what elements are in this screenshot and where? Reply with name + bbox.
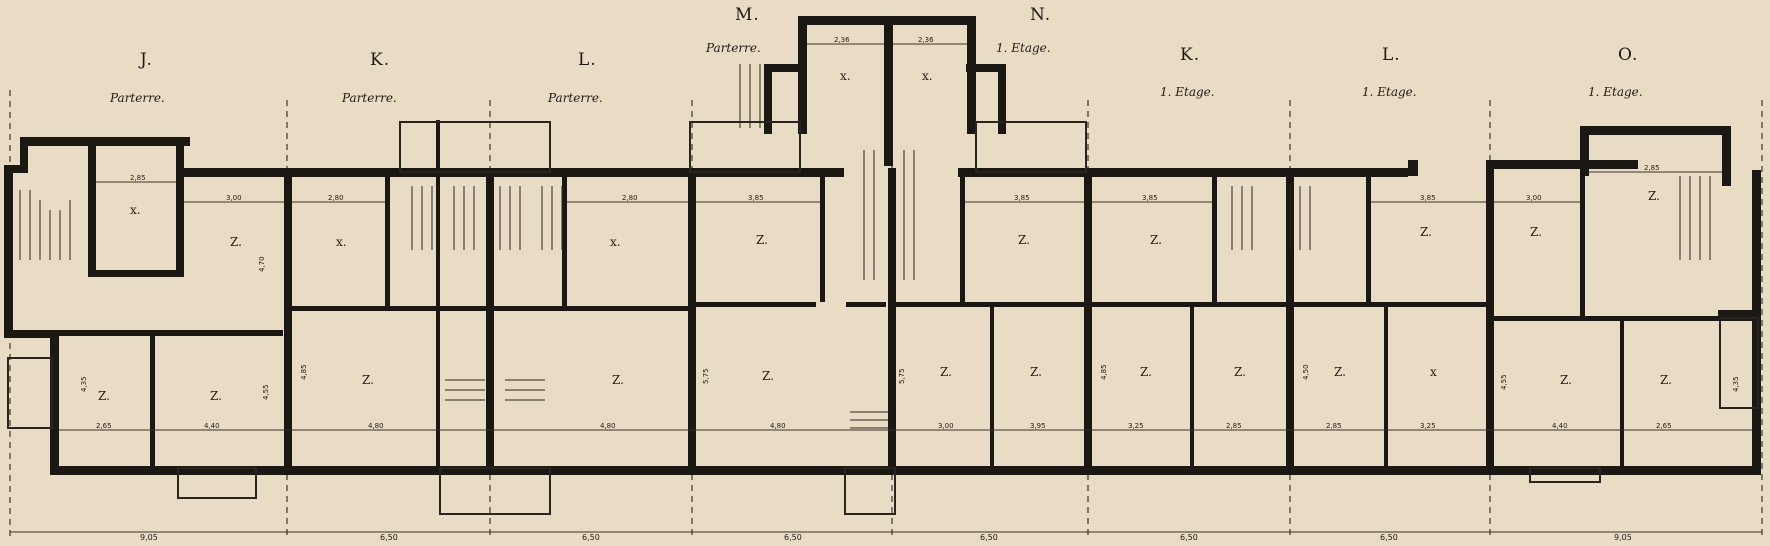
dim-label: 2,80 bbox=[328, 194, 344, 202]
unit-letter: M. bbox=[735, 5, 760, 25]
dim-label: 5,75 bbox=[898, 368, 906, 384]
bottom-dim: 9,05 bbox=[140, 533, 158, 542]
dim-label: 4,80 bbox=[770, 422, 786, 430]
dim-label: 4,55 bbox=[262, 384, 270, 400]
bottom-dim: 6,50 bbox=[582, 533, 600, 542]
floor-label: 1. Etage. bbox=[1160, 85, 1215, 99]
unit-letter: L. bbox=[578, 50, 597, 70]
dim-label: 2,36 bbox=[834, 36, 850, 44]
dim-label: 4,85 bbox=[1100, 364, 1108, 380]
floor-label: Parterre. bbox=[341, 91, 397, 105]
dimension-lines bbox=[10, 43, 1762, 533]
interior-walls bbox=[13, 120, 1752, 470]
dim-label: 3,00 bbox=[938, 422, 954, 430]
room-label: Z. bbox=[210, 389, 222, 403]
dim-label: 3,85 bbox=[1420, 194, 1436, 202]
room-label: Z. bbox=[98, 389, 110, 403]
dim-label: 2,85 bbox=[1226, 422, 1242, 430]
dim-label: 2,65 bbox=[1656, 422, 1672, 430]
dim-label: 4,50 bbox=[1302, 364, 1310, 380]
room-label: x. bbox=[130, 203, 141, 217]
room-label: Z. bbox=[1234, 365, 1246, 379]
dim-label: 2,85 bbox=[130, 174, 146, 182]
dimension-figures: 2,85 3,00 2,80 2,80 3,85 3,85 3,85 3,85 … bbox=[80, 36, 1740, 430]
dim-label: 4,80 bbox=[600, 422, 616, 430]
light-partitions bbox=[7, 121, 1759, 515]
dim-label: 3,85 bbox=[1014, 194, 1030, 202]
dim-label: 4,80 bbox=[368, 422, 384, 430]
room-labels: x. Z. x. x. Z. x. x. Z. Z. Z. Z. Z. Z. Z… bbox=[98, 69, 1672, 403]
bottom-dim: 9,05 bbox=[1614, 533, 1632, 542]
unit-letter: L. bbox=[1382, 45, 1401, 65]
room-label: Z. bbox=[1530, 225, 1542, 239]
room-label: Z. bbox=[1140, 365, 1152, 379]
room-label: Z. bbox=[230, 235, 242, 249]
dim-label: 4,35 bbox=[80, 376, 88, 392]
dim-label: 3,85 bbox=[748, 194, 764, 202]
unit-letter: J. bbox=[138, 50, 153, 70]
room-label: Z. bbox=[1334, 365, 1346, 379]
dim-label: 2,85 bbox=[1326, 422, 1342, 430]
floor-label: Parterre. bbox=[109, 91, 165, 105]
room-label: Z. bbox=[1560, 373, 1572, 387]
room-label: Z. bbox=[940, 365, 952, 379]
unit-letter: O. bbox=[1618, 45, 1638, 65]
overall-dimensions: 9,05 6,50 6,50 6,50 6,50 6,50 6,50 9,05 bbox=[140, 533, 1632, 542]
room-label: x bbox=[1430, 365, 1437, 379]
dim-label: 4,55 bbox=[1500, 374, 1508, 390]
floor-label: Parterre. bbox=[705, 41, 761, 55]
room-label: Z. bbox=[362, 373, 374, 387]
room-label: Z. bbox=[756, 233, 768, 247]
dim-label: 4,40 bbox=[1552, 422, 1568, 430]
room-label: Z. bbox=[762, 369, 774, 383]
dim-label: 3,25 bbox=[1128, 422, 1144, 430]
dim-label: 4,70 bbox=[258, 256, 266, 272]
room-label: Z. bbox=[1420, 225, 1432, 239]
floor-label: 1. Etage. bbox=[1362, 85, 1417, 99]
dim-label: 2,36 bbox=[918, 36, 934, 44]
dim-label: 4,35 bbox=[1732, 376, 1740, 392]
dim-label: 3,25 bbox=[1420, 422, 1436, 430]
dim-label: 2,65 bbox=[96, 422, 112, 430]
room-label: x. bbox=[922, 69, 933, 83]
dim-label: 4,40 bbox=[204, 422, 220, 430]
unit-letter: N. bbox=[1030, 5, 1051, 25]
dim-label: 5,75 bbox=[702, 368, 710, 384]
floor-label: Parterre. bbox=[547, 91, 603, 105]
room-label: x. bbox=[610, 235, 621, 249]
unit-headers: J. Parterre. K. Parterre. L. Parterre. M… bbox=[109, 5, 1643, 105]
staircases bbox=[19, 64, 1711, 429]
dim-label: 4,85 bbox=[300, 364, 308, 380]
bottom-dim: 6,50 bbox=[1380, 533, 1398, 542]
room-label: Z. bbox=[1150, 233, 1162, 247]
bottom-dim: 6,50 bbox=[980, 533, 998, 542]
room-label: x. bbox=[840, 69, 851, 83]
unit-letter: K. bbox=[1180, 45, 1200, 65]
room-label: Z. bbox=[612, 373, 624, 387]
dim-label: 3,85 bbox=[1142, 194, 1158, 202]
dim-label: 3,95 bbox=[1030, 422, 1046, 430]
dim-label: 3,00 bbox=[1526, 194, 1542, 202]
floor-label: 1. Etage. bbox=[1588, 85, 1643, 99]
floor-label: 1. Etage. bbox=[996, 41, 1051, 55]
dim-label: 2,85 bbox=[1644, 164, 1660, 172]
dim-label: 2,80 bbox=[622, 194, 638, 202]
bottom-dim: 6,50 bbox=[380, 533, 398, 542]
bottom-dim: 6,50 bbox=[784, 533, 802, 542]
room-label: Z. bbox=[1018, 233, 1030, 247]
bottom-dim: 6,50 bbox=[1180, 533, 1198, 542]
outer-walls bbox=[4, 16, 1761, 475]
room-label: Z. bbox=[1648, 189, 1660, 203]
room-label: Z. bbox=[1030, 365, 1042, 379]
room-label: Z. bbox=[1660, 373, 1672, 387]
unit-letter: K. bbox=[370, 50, 390, 70]
room-label: x. bbox=[336, 235, 347, 249]
dim-label: 3,00 bbox=[226, 194, 242, 202]
